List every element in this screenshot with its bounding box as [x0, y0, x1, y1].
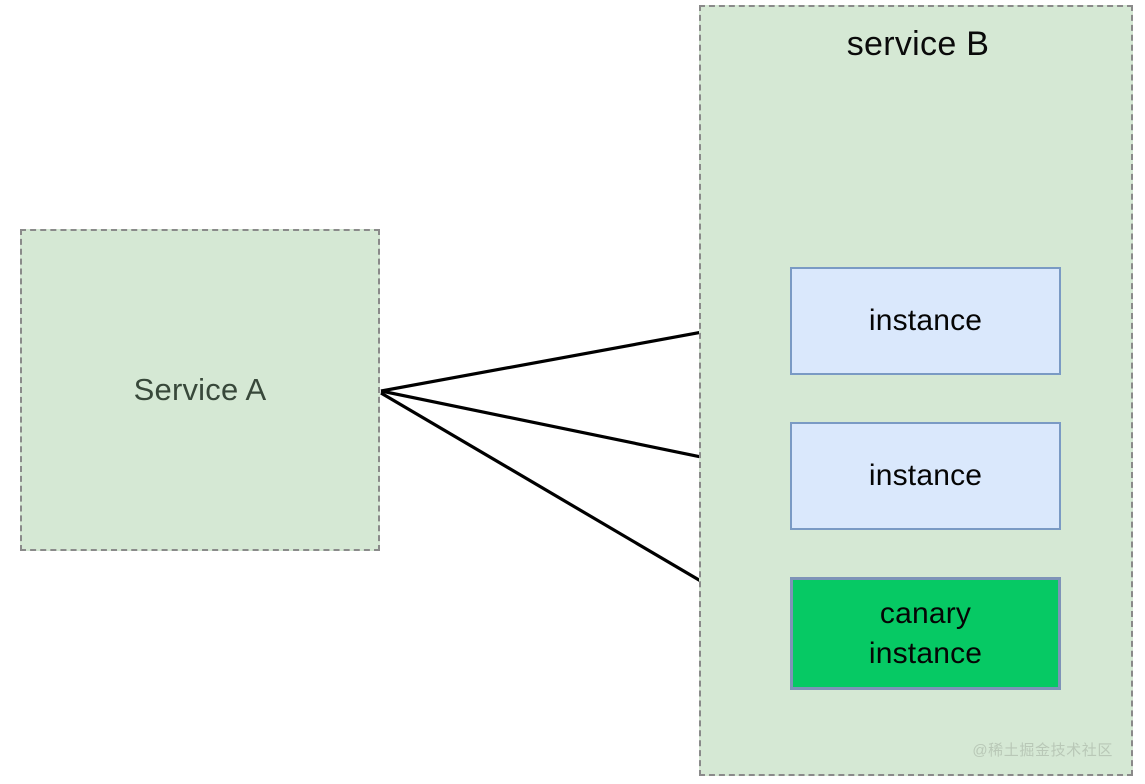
instance-box-1[interactable]: instance — [790, 267, 1061, 375]
watermark-text: @稀土掘金技术社区 — [972, 742, 1113, 759]
canary-instance-label-line2: instance — [868, 636, 983, 670]
instance-label-1: instance — [868, 304, 983, 338]
service-b-title: service B — [846, 25, 990, 63]
service-b-box[interactable]: service B instance instance canary insta… — [699, 5, 1133, 776]
instance-label-2: instance — [868, 459, 983, 493]
instance-box-2[interactable]: instance — [790, 422, 1061, 530]
service-a-label: Service A — [133, 371, 267, 407]
canary-instance-label-line1: canary — [879, 596, 972, 630]
service-a-box[interactable]: Service A — [20, 229, 380, 551]
canary-instance-label: canary instance — [869, 594, 982, 673]
canary-instance-box[interactable]: canary instance — [790, 577, 1061, 690]
